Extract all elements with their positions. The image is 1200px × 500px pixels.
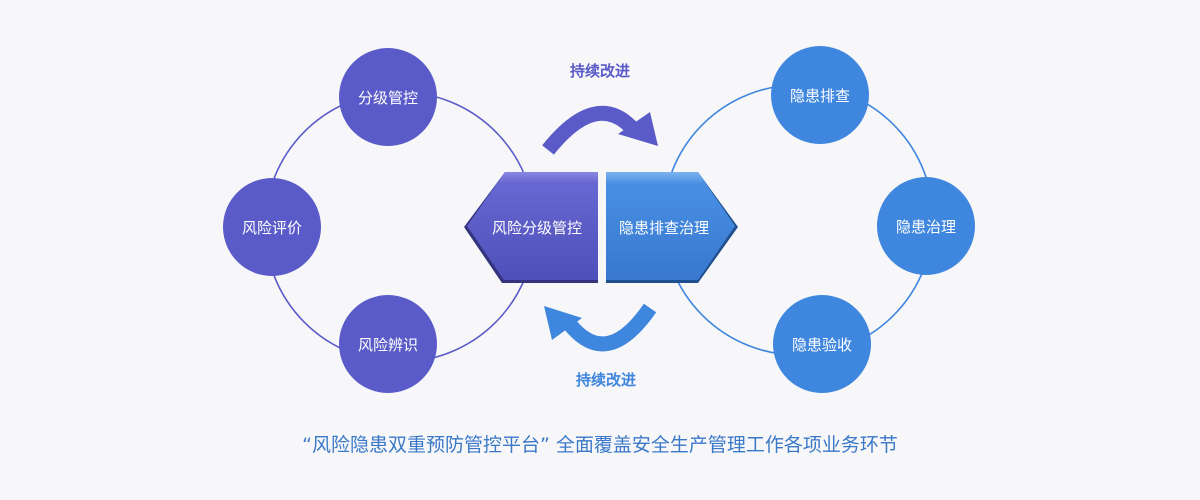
node-yinhuan-paicha: 隐患排查 <box>771 46 869 144</box>
caption: “风险隐患双重预防管控平台” 全面覆盖安全生产管理工作各项业务环节 <box>302 434 898 456</box>
node-fenji-guankong: 分级管控 <box>339 48 437 146</box>
right-center-label: 隐患排查治理 <box>619 219 709 237</box>
top-arrow-label: 持续改进 <box>570 62 630 80</box>
svg-text:隐患排查: 隐患排查 <box>790 87 850 105</box>
bottom-arrow-label: 持续改进 <box>576 371 636 389</box>
svg-text:隐患治理: 隐患治理 <box>896 218 956 236</box>
bottom-cycle-arrow <box>544 303 657 352</box>
infinity-diagram: 持续改进 持续改进 风险分级管控 隐患排查治理 分级管控 风险评价 <box>223 46 975 393</box>
left-center-block: 风险分级管控 <box>464 172 598 283</box>
node-fengxian-pingjia: 风险评价 <box>223 178 321 276</box>
left-center-label: 风险分级管控 <box>492 219 582 237</box>
node-fengxian-bianshi: 风险辨识 <box>339 295 437 393</box>
svg-text:风险辨识: 风险辨识 <box>358 336 418 354</box>
node-yinhuan-zhili: 隐患治理 <box>877 177 975 275</box>
svg-text:风险评价: 风险评价 <box>242 219 302 237</box>
right-center-block: 隐患排查治理 <box>606 172 738 283</box>
node-yinhuan-yanshou: 隐患验收 <box>773 295 871 393</box>
top-cycle-arrow <box>542 105 658 155</box>
svg-text:隐患验收: 隐患验收 <box>792 336 852 354</box>
svg-text:分级管控: 分级管控 <box>358 89 418 107</box>
